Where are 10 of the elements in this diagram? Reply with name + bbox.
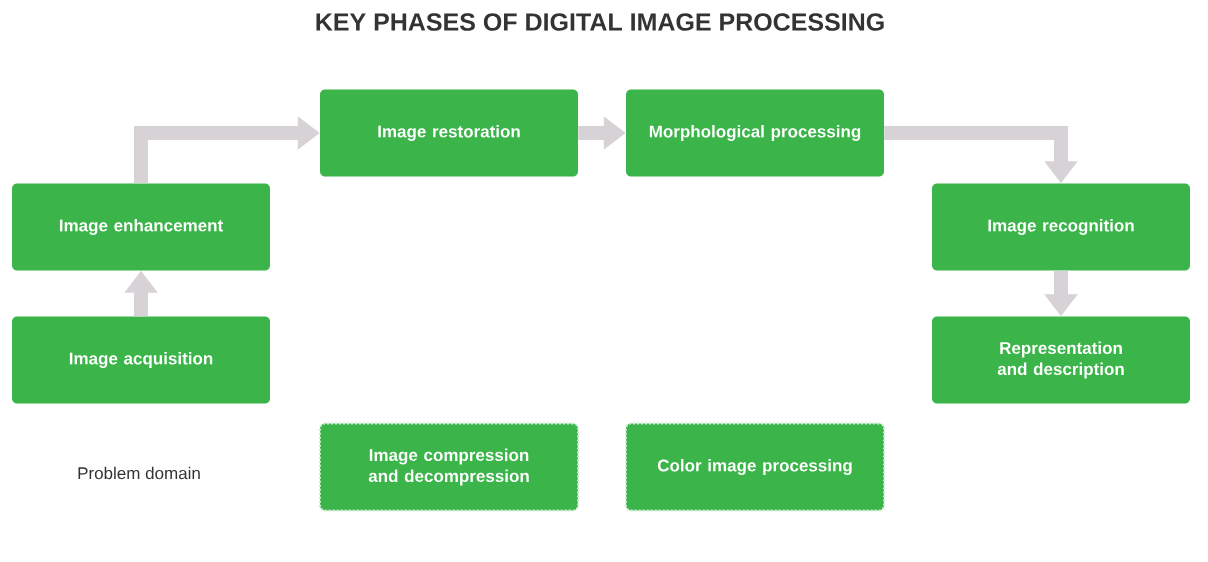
label: Problem domain	[78, 466, 200, 480]
dotted-box: Image compression and decompression	[319, 422, 579, 512]
process-box: Representation and description	[932, 316, 1190, 404]
title: KEY PHASES OF DIGITAL IMAGE PROCESSING	[316, 13, 884, 31]
process-box: Morphological processing	[626, 89, 884, 177]
process-box: Image recognition	[932, 183, 1190, 271]
dotted-box: Color image processing	[625, 422, 885, 512]
process-box: Image acquisition	[12, 316, 270, 404]
process-box: Image enhancement	[12, 183, 270, 271]
process-box: Image restoration	[320, 89, 578, 177]
